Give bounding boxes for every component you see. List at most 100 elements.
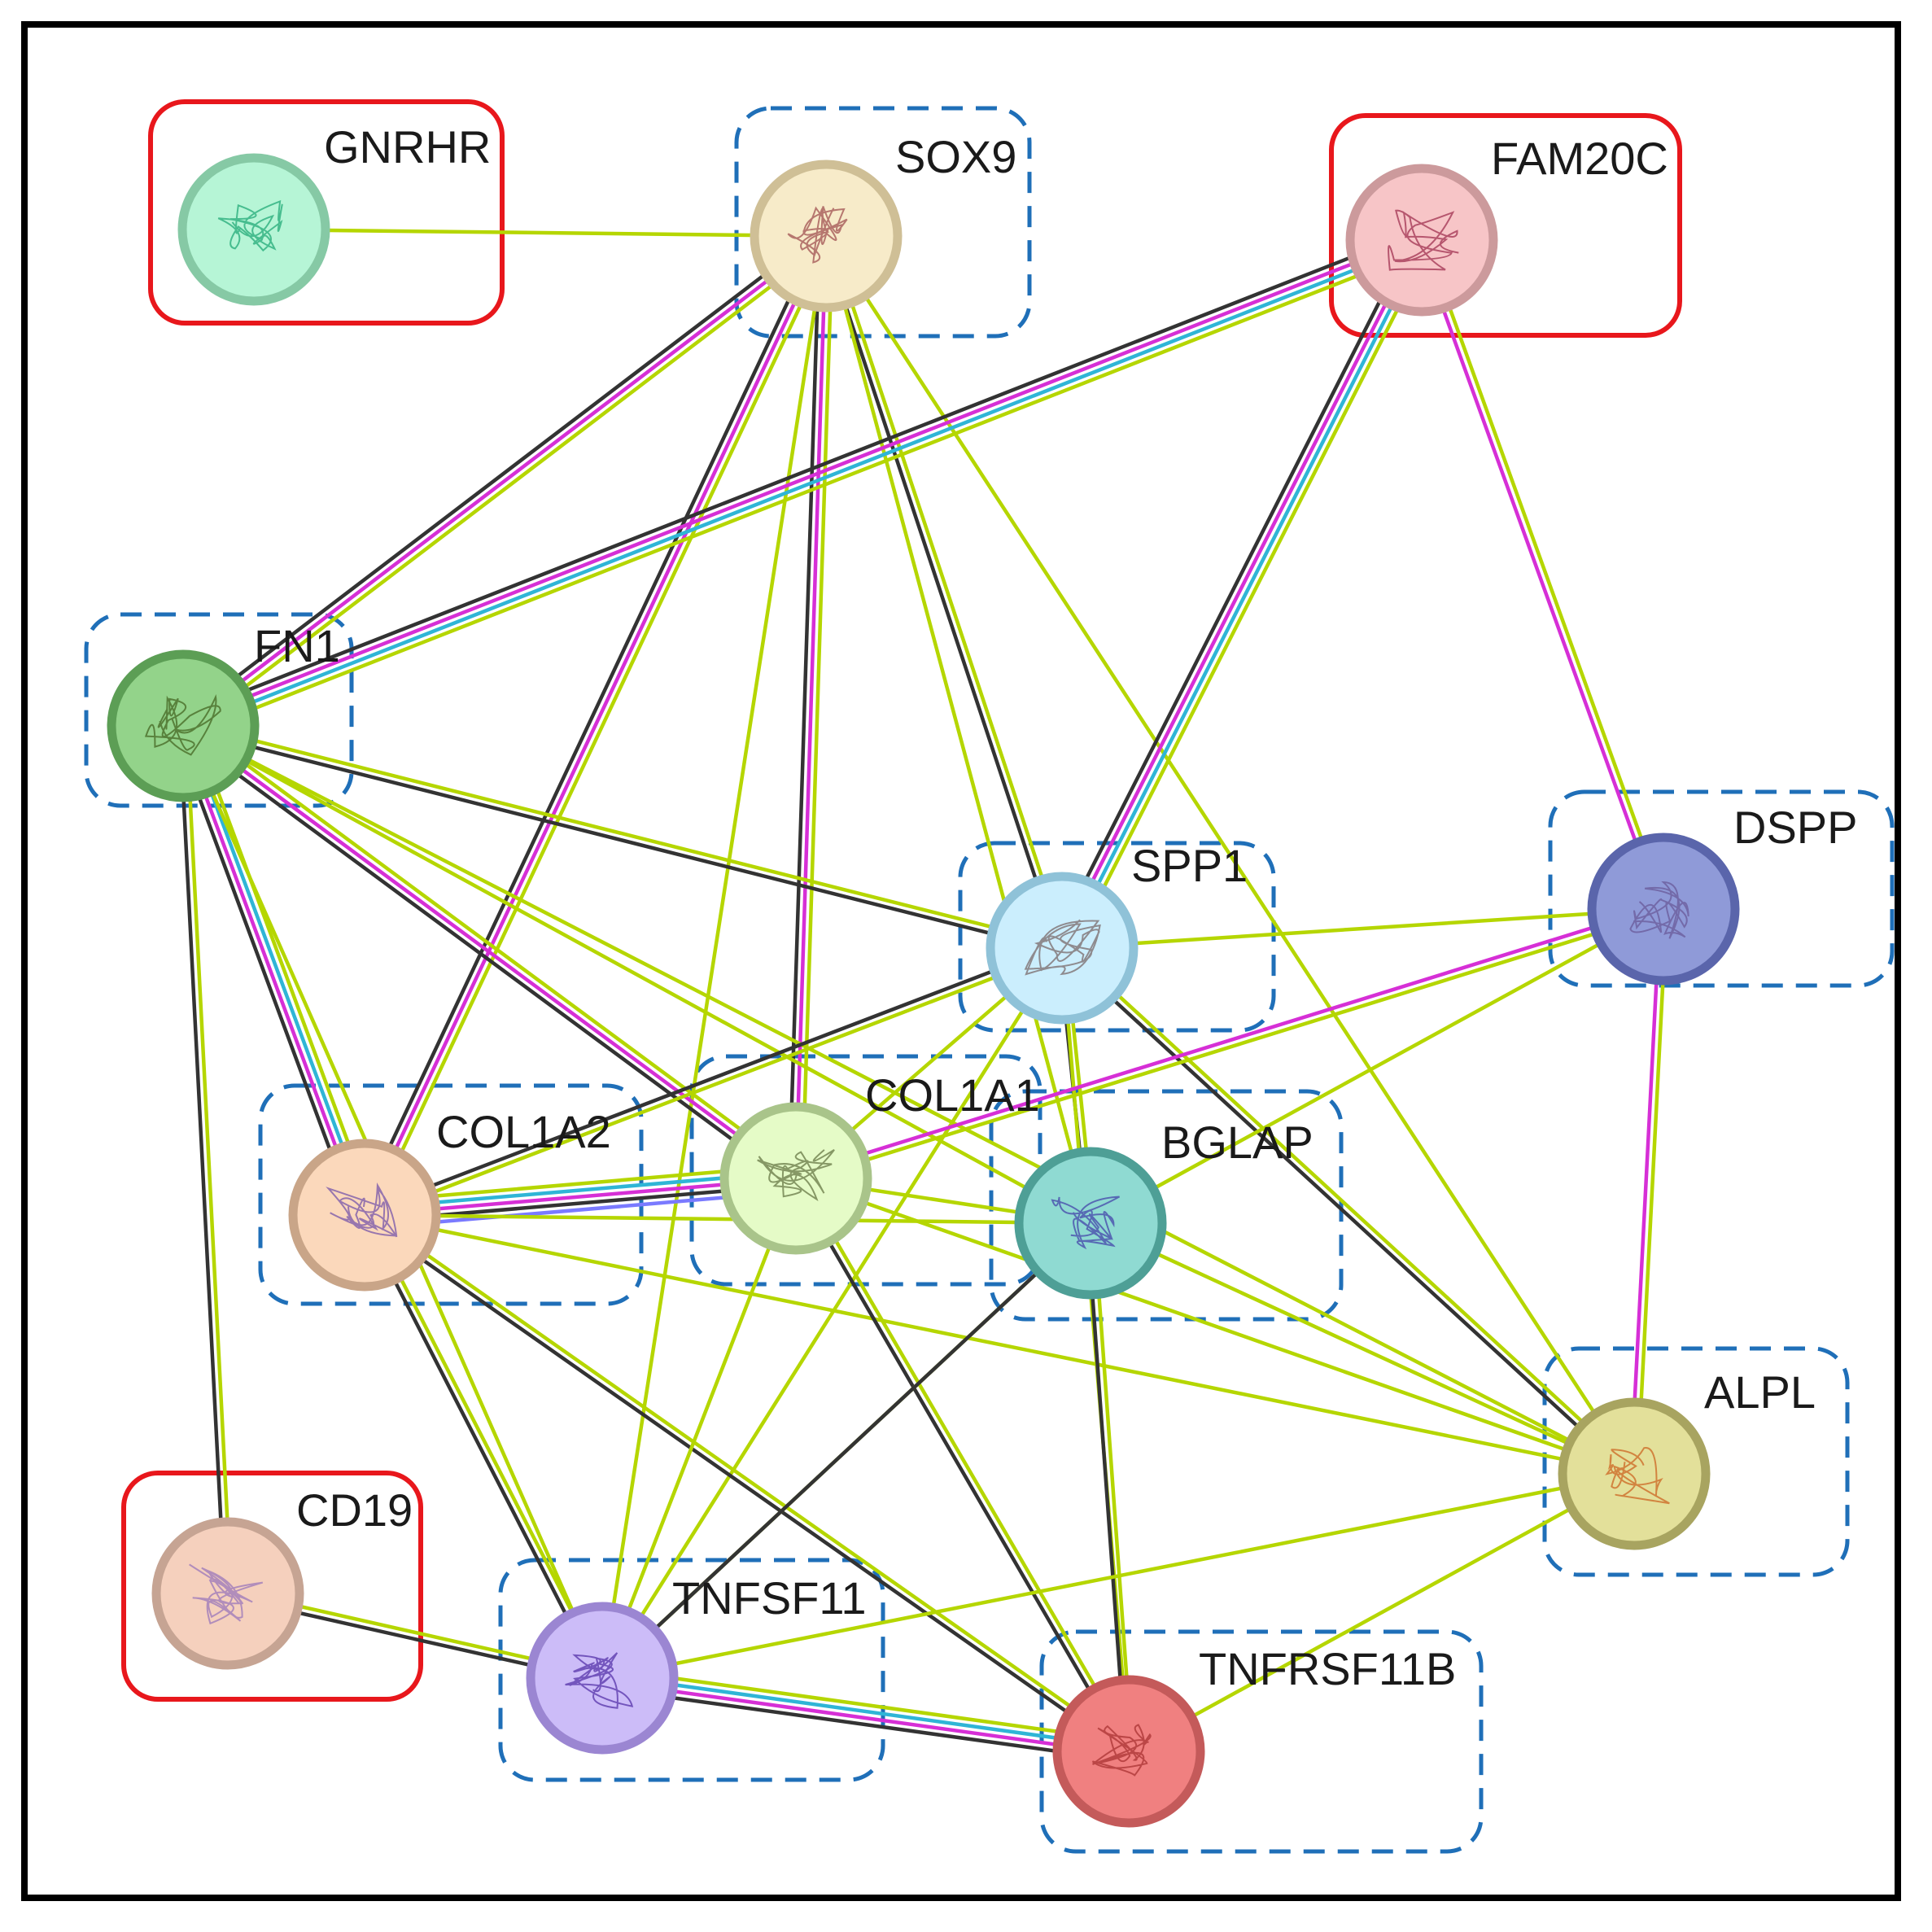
group-box-col1a2 xyxy=(258,1083,644,1306)
edge-sox9-alpl[interactable] xyxy=(824,234,1637,1476)
edge-sox9-col1a1[interactable] xyxy=(787,234,835,1181)
edge-tnfsf11-bglap[interactable] xyxy=(600,1221,1093,1681)
edge-fn1-cd19[interactable] xyxy=(177,723,234,1596)
edge-fn1-col1a2[interactable] xyxy=(172,720,376,1221)
edge-dspp-bglap[interactable] xyxy=(1088,907,1666,1226)
edge-bglap-tnfrsf11b[interactable] xyxy=(1085,1221,1134,1754)
edge-bglap-alpl[interactable] xyxy=(1088,1221,1637,1476)
edge-line-databases xyxy=(184,723,370,1216)
edge-line-experiments xyxy=(793,903,1665,1178)
node-circle xyxy=(1345,164,1498,317)
edge-line-textmining xyxy=(362,1213,1637,1476)
edge-line-textmining xyxy=(365,1210,1133,1751)
edge-line-coexpression xyxy=(177,729,794,1186)
edge-line-textmining xyxy=(362,1213,1093,1226)
edge-col1a2-bglap[interactable] xyxy=(362,1213,1093,1226)
protein-structure-icon xyxy=(1091,1724,1152,1777)
edge-line-textmining xyxy=(793,1176,1637,1476)
edge-spp1-col1a2[interactable] xyxy=(361,943,1065,1220)
edge-line-coexpression xyxy=(1051,234,1415,946)
node-bglap[interactable]: BGLAP xyxy=(1014,1117,1313,1300)
edge-fam20c-spp1[interactable] xyxy=(1051,234,1432,955)
edge-sox9-spp1[interactable] xyxy=(820,233,1068,951)
edge-col1a1-tnfsf11[interactable] xyxy=(600,1176,798,1681)
protein-structure-icon xyxy=(217,199,283,252)
edge-line-textmining xyxy=(1635,907,1669,1476)
edge-line-textmining xyxy=(185,719,802,1175)
edge-spp1-dspp[interactable] xyxy=(1060,907,1666,951)
group-box-bglap xyxy=(989,1089,1344,1322)
edge-spp1-alpl[interactable] xyxy=(1058,943,1638,1479)
edge-line-coexpression xyxy=(791,1178,1128,1755)
edge-line-textmining xyxy=(1126,1471,1637,1754)
edge-sox9-tnfsf11[interactable] xyxy=(600,234,828,1681)
edge-fn1-col1a1[interactable] xyxy=(177,719,802,1186)
edge-line-coexpression xyxy=(180,727,1064,954)
edge-line-textmining xyxy=(365,1211,607,1679)
edge-col1a1-alpl[interactable] xyxy=(793,1176,1637,1476)
node-label: COL1A1 xyxy=(865,1069,1040,1121)
node-tnfsf11[interactable]: TNFSF11 xyxy=(526,1572,867,1755)
edge-fn1-spp1[interactable] xyxy=(180,720,1065,954)
node-spp1[interactable]: SPP1 xyxy=(986,840,1248,1025)
group-box-cd19 xyxy=(121,1471,423,1702)
edge-fam20c-fn1[interactable] xyxy=(177,229,1427,737)
edge-line-coexpression xyxy=(600,1221,1093,1681)
edge-line-experiments xyxy=(1416,239,1663,912)
node-tnfrsf11b[interactable]: TNFRSF11B xyxy=(1052,1643,1456,1828)
node-label: TNFRSF11B xyxy=(1199,1643,1456,1694)
edge-fn1-alpl[interactable] xyxy=(181,723,1637,1476)
edge-sox9-bglap[interactable] xyxy=(824,234,1093,1226)
edge-col1a2-tnfsf11[interactable] xyxy=(360,1211,607,1682)
edge-gnrhr-sox9[interactable] xyxy=(251,227,828,238)
node-label: GNRHR xyxy=(324,121,491,173)
node-fam20c[interactable]: FAM20C xyxy=(1345,133,1668,317)
node-label: SOX9 xyxy=(895,131,1016,182)
edge-dspp-col1a1[interactable] xyxy=(793,903,1667,1184)
protein-structure-icon xyxy=(787,206,848,264)
edge-line-experiments xyxy=(181,723,798,1181)
node-gnrhr[interactable]: GNRHR xyxy=(177,121,491,306)
edge-sox9-fn1[interactable] xyxy=(177,229,833,733)
node-dspp[interactable]: DSPP xyxy=(1587,802,1858,986)
protein-structure-icon xyxy=(1388,209,1459,271)
edge-alpl-tnfrsf11b[interactable] xyxy=(1126,1471,1637,1754)
edge-alpl-tnfsf11[interactable] xyxy=(600,1471,1637,1681)
edge-line-coexpression xyxy=(172,727,357,1221)
edge-line-experiments xyxy=(181,234,828,728)
edge-line-textmining xyxy=(794,910,1667,1184)
edge-line-experiments xyxy=(180,235,1423,725)
edge-tnfsf11-tnfrsf11b[interactable] xyxy=(599,1666,1132,1764)
edge-line-textmining xyxy=(601,1666,1132,1744)
node-label: TNFSF11 xyxy=(672,1572,867,1624)
node-fn1[interactable]: FN1 xyxy=(107,620,340,802)
edge-line-textmining xyxy=(824,234,1093,1226)
edge-col1a1-tnfrsf11b[interactable] xyxy=(791,1174,1134,1755)
edge-line-coexpression xyxy=(1085,1222,1128,1754)
edge-col1a2-alpl[interactable] xyxy=(362,1213,1637,1476)
protein-structure-icon xyxy=(1629,881,1689,939)
node-col1a1[interactable]: COL1A1 xyxy=(719,1069,1040,1255)
protein-structure-icon xyxy=(757,1149,835,1201)
edge-fam20c-dspp[interactable] xyxy=(1416,237,1669,912)
edge-line-textmining xyxy=(181,723,1093,1226)
edge-fn1-bglap[interactable] xyxy=(181,723,1093,1226)
edge-line-experiments xyxy=(177,725,364,1218)
edge-line-textmining xyxy=(181,720,1065,947)
edge-sox9-col1a2[interactable] xyxy=(356,231,834,1220)
edge-spp1-tnfsf11[interactable] xyxy=(600,946,1064,1681)
node-label: COL1A2 xyxy=(436,1106,611,1157)
edge-line-coexpression xyxy=(177,229,824,723)
edge-dspp-alpl[interactable] xyxy=(1628,907,1669,1476)
group-box-fam20c xyxy=(1329,113,1682,338)
node-col1a2[interactable]: COL1A2 xyxy=(288,1106,611,1292)
node-cd19[interactable]: CD19 xyxy=(151,1484,413,1670)
node-circle xyxy=(177,153,330,306)
protein-structure-icon xyxy=(326,1182,398,1238)
node-alpl[interactable]: ALPL xyxy=(1558,1366,1816,1550)
edge-col1a2-tnfrsf11b[interactable] xyxy=(361,1210,1133,1756)
protein-structure-icon xyxy=(1605,1447,1670,1505)
edge-line-textmining xyxy=(600,1471,1637,1681)
node-sox9[interactable]: SOX9 xyxy=(750,131,1016,313)
